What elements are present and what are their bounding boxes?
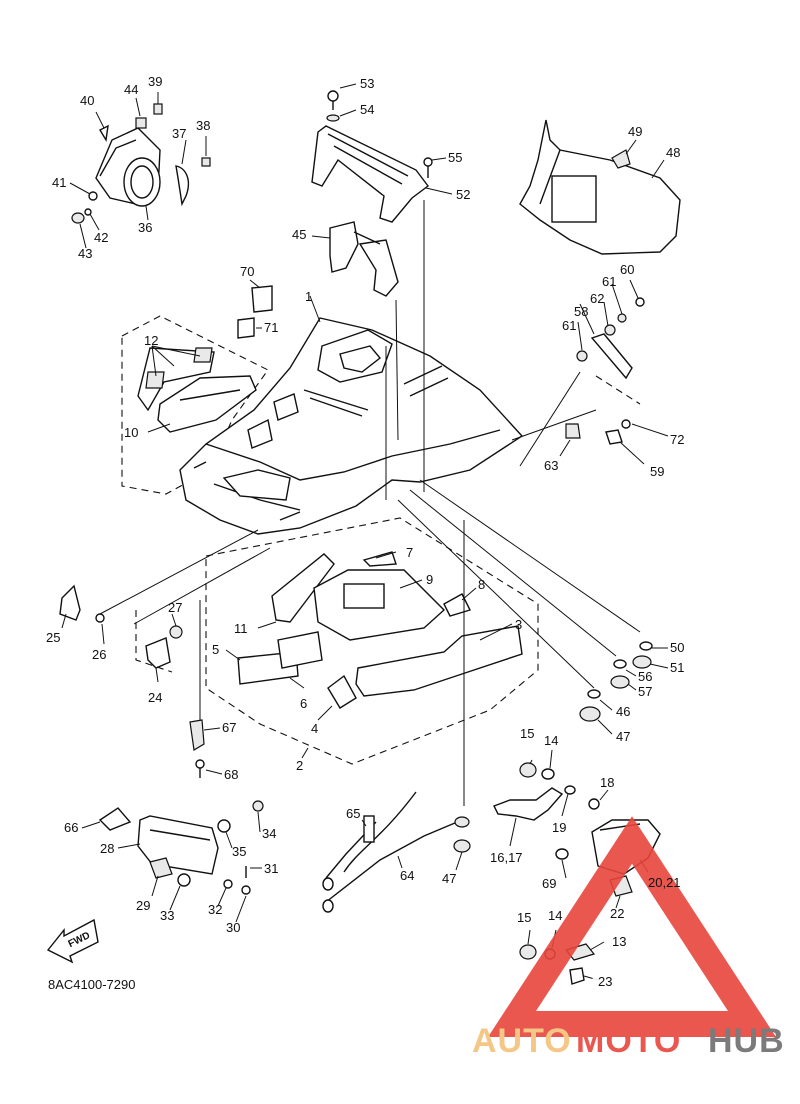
callout-label: 67 bbox=[222, 720, 236, 735]
callout-label: 61 bbox=[602, 274, 616, 289]
callout-label: 46 bbox=[616, 704, 630, 719]
watermark-text-hub: HUB bbox=[708, 1022, 785, 1060]
callout-label: 29 bbox=[136, 898, 150, 913]
callout-label: 44 bbox=[124, 82, 138, 97]
callout-label: 23 bbox=[598, 974, 612, 989]
callout-label: 63 bbox=[544, 458, 558, 473]
callout-label: 9 bbox=[426, 572, 433, 587]
watermark-logo: AUTO MOTO HUB bbox=[472, 816, 785, 1060]
callout-label: 24 bbox=[148, 690, 162, 705]
callout-label: 50 bbox=[670, 640, 684, 655]
callout-label: 58 bbox=[574, 304, 588, 319]
watermark-text-auto: AUTO bbox=[472, 1022, 572, 1060]
right-small-parts-group bbox=[559, 279, 669, 465]
callout-label: 2 bbox=[296, 758, 303, 773]
top-right-panel-group bbox=[519, 119, 681, 255]
callout-label: 10 bbox=[124, 425, 138, 440]
callout-label: 27 bbox=[168, 600, 182, 615]
callout-label: 3 bbox=[515, 617, 522, 632]
top-bracket-group bbox=[311, 83, 453, 223]
callout-label: 64 bbox=[400, 868, 414, 883]
callout-label: 4 bbox=[311, 721, 318, 736]
callout-label: 6 bbox=[300, 696, 307, 711]
callout-label: 32 bbox=[208, 902, 222, 917]
callout-label: 33 bbox=[160, 908, 174, 923]
headlight-housing-group bbox=[69, 92, 211, 249]
callout-label: 8 bbox=[478, 577, 485, 592]
callout-label: 26 bbox=[92, 647, 106, 662]
callout-label: 7 bbox=[406, 545, 413, 560]
callout-label: 65 bbox=[346, 806, 360, 821]
callout-label: 43 bbox=[78, 246, 92, 261]
callout-label: 55 bbox=[448, 150, 462, 165]
bracket-45-group bbox=[311, 221, 399, 297]
callout-label: 47 bbox=[616, 729, 630, 744]
callout-label: 60 bbox=[620, 262, 634, 277]
callout-label: 36 bbox=[138, 220, 152, 235]
callout-label: 34 bbox=[262, 826, 276, 841]
callout-label: 59 bbox=[650, 464, 664, 479]
callout-label: 5 bbox=[212, 642, 219, 657]
callout-label: 1 bbox=[305, 289, 312, 304]
callout-label: 30 bbox=[226, 920, 240, 935]
assembly-lines bbox=[99, 200, 641, 806]
callout-label: 47 bbox=[442, 871, 456, 886]
watermark-triangle-icon bbox=[488, 816, 776, 1037]
callout-label: 15 bbox=[517, 910, 531, 925]
callout-label: 37 bbox=[172, 126, 186, 141]
callout-label: 22 bbox=[610, 906, 624, 921]
callout-label: 49 bbox=[628, 124, 642, 139]
grommets-group bbox=[579, 641, 669, 735]
main-hood-group bbox=[179, 295, 524, 535]
callout-label: 15 bbox=[520, 726, 534, 741]
callout-label: 14 bbox=[548, 908, 562, 923]
callout-label: 68 bbox=[224, 767, 238, 782]
callout-label: 18 bbox=[600, 775, 614, 790]
callout-label: 54 bbox=[360, 102, 374, 117]
callout-label: 31 bbox=[264, 861, 278, 876]
lower-dashed-group bbox=[205, 517, 539, 765]
callout-label: 72 bbox=[670, 432, 684, 447]
callout-label: 11 bbox=[234, 621, 248, 636]
callout-label: 35 bbox=[232, 844, 246, 859]
callout-label: 52 bbox=[456, 187, 470, 202]
callout-label: 16,17 bbox=[490, 850, 523, 865]
callout-label: 69 bbox=[542, 876, 556, 891]
callout-label: 13 bbox=[612, 934, 626, 949]
callout-label: 62 bbox=[590, 291, 604, 306]
callout-label: 51 bbox=[670, 660, 684, 675]
watermark-text-moto: MOTO bbox=[576, 1022, 681, 1060]
callout-label: 41 bbox=[52, 175, 66, 190]
cable-group bbox=[322, 791, 471, 913]
callout-label: 45 bbox=[292, 227, 306, 242]
callout-label: 25 bbox=[46, 630, 60, 645]
callout-label: 61 bbox=[562, 318, 576, 333]
callout-label: 57 bbox=[638, 684, 652, 699]
left-dashed-group bbox=[121, 279, 273, 495]
callout-label: 48 bbox=[666, 145, 680, 160]
callout-label: 53 bbox=[360, 76, 374, 91]
callout-label: 14 bbox=[544, 733, 558, 748]
left-small-parts-group bbox=[59, 584, 223, 778]
callout-label: 42 bbox=[94, 230, 108, 245]
fwd-arrow-icon: FWD bbox=[46, 918, 99, 964]
diagram-code: 8AC4100-7290 bbox=[48, 977, 135, 992]
callout-label: 66 bbox=[64, 820, 78, 835]
callout-label: 12 bbox=[144, 333, 158, 348]
callout-label: 70 bbox=[240, 264, 254, 279]
callout-label: 39 bbox=[148, 74, 162, 89]
callout-label: 38 bbox=[196, 118, 210, 133]
callout-label: 28 bbox=[100, 841, 114, 856]
callout-label: 20,21 bbox=[648, 875, 681, 890]
callout-labels: 1 2 3 4 5 6 7 8 9 10 11 12 13 14 14 15 1… bbox=[46, 74, 684, 989]
callout-label: 71 bbox=[264, 320, 278, 335]
callout-label: 19 bbox=[552, 820, 566, 835]
callout-label: 40 bbox=[80, 93, 94, 108]
callout-label: 56 bbox=[638, 669, 652, 684]
taillight-group bbox=[81, 800, 264, 923]
